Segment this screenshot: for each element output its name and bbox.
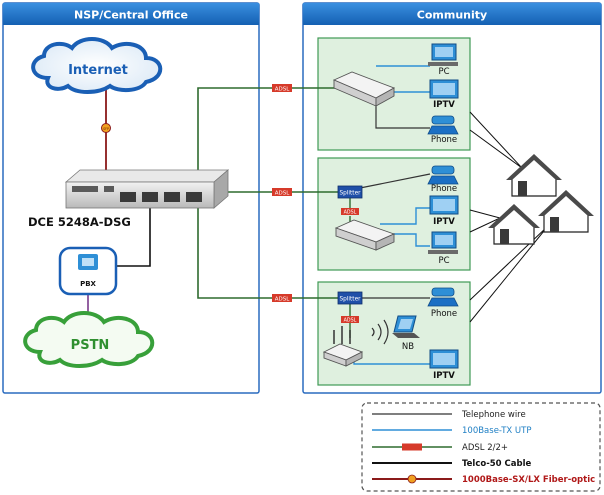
- iptv-icon: [429, 79, 459, 99]
- phone-icon: [427, 115, 459, 135]
- community-title: Community: [417, 9, 487, 22]
- adsl-tag-label: ADSL: [344, 318, 357, 324]
- legend-utp-label: 100Base-TX UTP: [462, 426, 531, 436]
- adsl-tag: [341, 316, 359, 323]
- adsl-tag-label: ADSL: [275, 191, 290, 197]
- legend: Telephone wire 100Base-TX UTP ADSL 2/2+ …: [361, 402, 601, 492]
- house-icon: [488, 204, 540, 245]
- house-icon: [538, 190, 594, 233]
- internet-cloud: Internet: [31, 37, 163, 94]
- iptv-label: IPTV: [433, 371, 455, 381]
- phone-label: Phone: [431, 184, 457, 194]
- pc-icon: [428, 43, 458, 66]
- fiber-connector-icon: SFP: [101, 123, 111, 133]
- adsl-tag-label: ADSL: [275, 87, 290, 93]
- splitter-label: Splitter: [339, 191, 361, 197]
- splitter-box: [337, 185, 363, 199]
- wifi-waves-icon: [371, 319, 389, 345]
- phone-icon: [427, 287, 459, 307]
- iptv-icon: [429, 195, 459, 215]
- wireless-router-icon: [322, 326, 364, 367]
- splitter-box: [337, 291, 363, 305]
- pbx-icon: PBX: [58, 246, 118, 296]
- splitter-label: Splitter: [339, 297, 361, 303]
- dslam-device: [64, 169, 230, 209]
- legend-fiber-connector-icon: [407, 474, 417, 484]
- phone-label: Phone: [431, 135, 457, 145]
- legend-fiber-label: 1000Base-SX/LX Fiber-optic: [462, 475, 595, 485]
- pc-label: PC: [438, 256, 449, 266]
- legend-telco-label: Telco-50 Cable: [462, 459, 532, 469]
- phone-label: Phone: [431, 309, 457, 319]
- adsl-tag: [341, 208, 359, 215]
- pstn-label: PSTN: [71, 338, 110, 353]
- modem-icon: [334, 219, 396, 251]
- home-1-wiring: [375, 65, 430, 129]
- house-icon: [506, 154, 562, 197]
- phone-icon: [427, 165, 459, 185]
- pstn-cloud: PSTN: [23, 311, 155, 368]
- nb-label: NB: [402, 342, 414, 352]
- pbx-label: PBX: [80, 280, 96, 288]
- legend-telephone-label: Telephone wire: [461, 410, 526, 420]
- iptv-label: IPTV: [433, 217, 455, 227]
- legend-adsl-label: ADSL 2/2+: [462, 443, 508, 453]
- central-office-title: NSP/Central Office: [74, 9, 188, 22]
- device-label: DCE 5248A-DSG: [28, 215, 131, 229]
- adsl-tags: ADSL ADSL ADSL: [272, 84, 292, 303]
- legend-adsl-tag: [402, 443, 422, 451]
- adsl-tag-label: ADSL: [275, 297, 290, 303]
- adsl-tag-label: ADSL: [344, 210, 357, 216]
- pc-label: PC: [438, 67, 449, 77]
- internet-label: Internet: [68, 63, 128, 78]
- iptv-label: IPTV: [433, 100, 455, 110]
- fiber-tag-label: SFP: [103, 127, 109, 131]
- pc-icon: [428, 231, 458, 254]
- notebook-icon: [392, 315, 420, 338]
- iptv-icon: [429, 349, 459, 369]
- modem-icon: [332, 71, 396, 107]
